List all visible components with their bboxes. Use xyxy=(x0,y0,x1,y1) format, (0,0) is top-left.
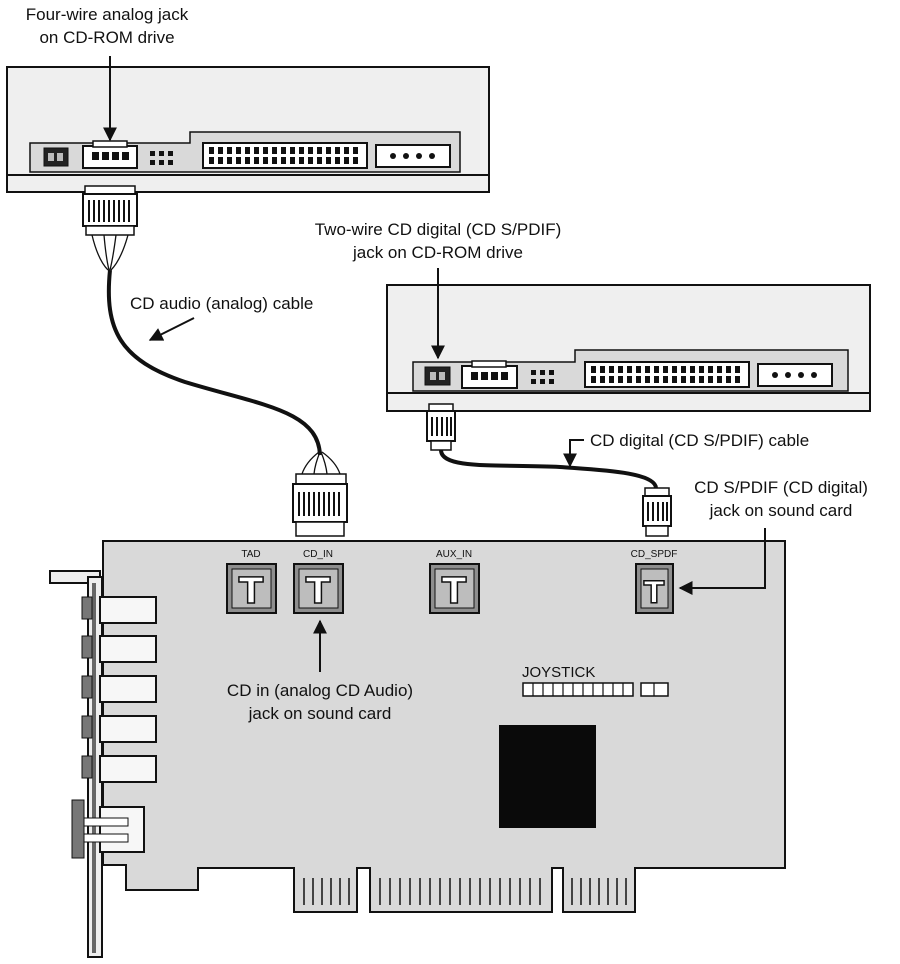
four-wire-jack-callout-line2: on CD-ROM drive xyxy=(39,28,175,47)
four-wire-jack-callout-line1: Four-wire analog jack xyxy=(25,5,189,24)
audio-ports xyxy=(81,596,157,783)
two-wire-jack-callout-line2: jack on CD-ROM drive xyxy=(352,243,524,262)
tad-jack: TAD T xyxy=(226,549,277,614)
cd-in-jack-glyph: T xyxy=(306,571,331,612)
spdif-jack-callout-line1: CD S/PDIF (CD digital) xyxy=(694,478,868,497)
aux-in-label: AUX_IN xyxy=(436,549,472,560)
cd-audio-cable-callout: CD audio (analog) cable xyxy=(130,294,314,313)
joystick-header: JOYSTICK xyxy=(522,664,669,697)
cd-in-jack: CD_IN T xyxy=(293,549,344,614)
cd-digital-spdif-cable xyxy=(426,403,672,537)
spdif-jack-callout-line2: jack on sound card xyxy=(709,501,853,520)
aux-in-jack: AUX_IN T xyxy=(429,549,480,614)
cd-spdf-jack: CD_SPDF T xyxy=(631,549,678,614)
cd-in-jack-callout-line2: jack on sound card xyxy=(248,704,392,723)
four-wire-analog-jack xyxy=(82,140,138,169)
cd-audio-analog-cable xyxy=(82,185,348,537)
joystick-label: JOYSTICK xyxy=(522,664,595,681)
cd-in-jack-callout: CD in (analog CD Audio) jack on sound ca… xyxy=(190,679,450,725)
cd-rom-drive-1 xyxy=(6,66,490,193)
arrow-icon xyxy=(678,528,766,595)
cd-in-jack-callout-line1: CD in (analog CD Audio) xyxy=(226,681,414,700)
cd-in-label: CD_IN xyxy=(303,549,333,560)
sound-card-pcb xyxy=(102,540,786,913)
four-wire-jack-callout: Four-wire analog jack on CD-ROM drive xyxy=(2,3,212,49)
arrow-icon xyxy=(563,439,584,468)
arrow-icon xyxy=(148,317,195,341)
sound-card: TAD T CD_IN T AUX_IN T CD_SPDF T JOYSTIC… xyxy=(49,540,786,958)
two-wire-digital-jack xyxy=(424,366,451,386)
mounting-bracket xyxy=(49,570,103,958)
game-port xyxy=(71,799,145,859)
cd-spdf-label: CD_SPDF xyxy=(631,549,678,560)
tad-label: TAD xyxy=(241,549,260,560)
spdif-jack-callout: CD S/PDIF (CD digital) jack on sound car… xyxy=(676,476,886,522)
tad-jack-glyph: T xyxy=(239,571,264,612)
audio-chip xyxy=(499,725,596,828)
cd-spdf-jack-glyph: T xyxy=(644,576,665,611)
two-wire-jack-callout-line1: Two-wire CD digital (CD S/PDIF) xyxy=(314,220,562,239)
callout-arrows xyxy=(103,56,766,672)
cd-digital-cable-callout: CD digital (CD S/PDIF) cable xyxy=(590,431,810,450)
cd-rom-drive-2 xyxy=(386,284,871,412)
edge-connector xyxy=(303,878,627,905)
two-wire-jack-callout: Two-wire CD digital (CD S/PDIF) jack on … xyxy=(280,218,596,264)
aux-in-jack-glyph: T xyxy=(442,571,467,612)
